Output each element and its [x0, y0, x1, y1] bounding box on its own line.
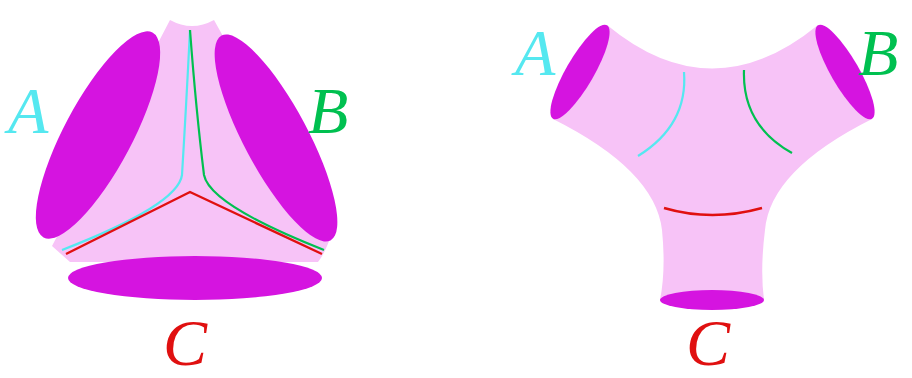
- boundary-label: A: [515, 20, 555, 86]
- left-pants: [14, 17, 359, 300]
- boundary-label: C: [163, 310, 207, 376]
- right-pants: [541, 18, 884, 310]
- boundary-label: A: [8, 78, 48, 144]
- boundary-label: B: [858, 20, 898, 86]
- boundary-label: C: [686, 310, 730, 376]
- boundary-label: B: [308, 78, 348, 144]
